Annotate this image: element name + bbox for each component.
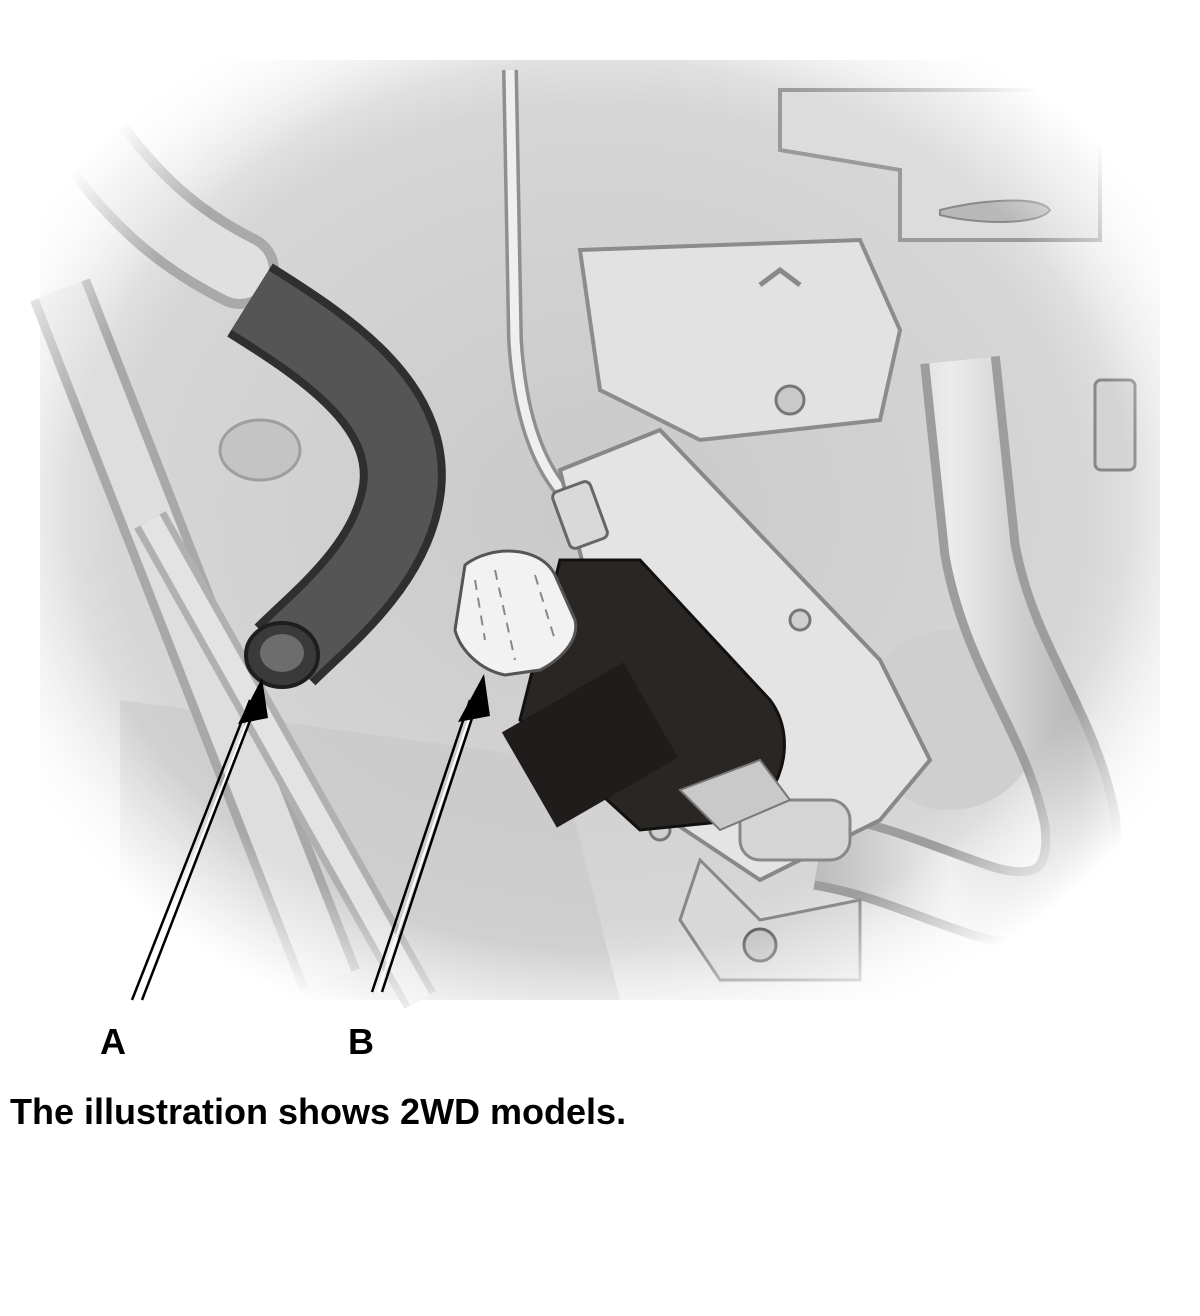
callout-label-a: A (100, 1021, 126, 1062)
engine-bay-illustration (0, 0, 1200, 1010)
callout-arrow-a (130, 678, 268, 1001)
callout-arrow-b (370, 674, 490, 993)
edge-vignette (0, 0, 1200, 1010)
callout-label-b: B (348, 1021, 374, 1062)
illustration-caption: The illustration shows 2WD models. (10, 1091, 627, 1132)
